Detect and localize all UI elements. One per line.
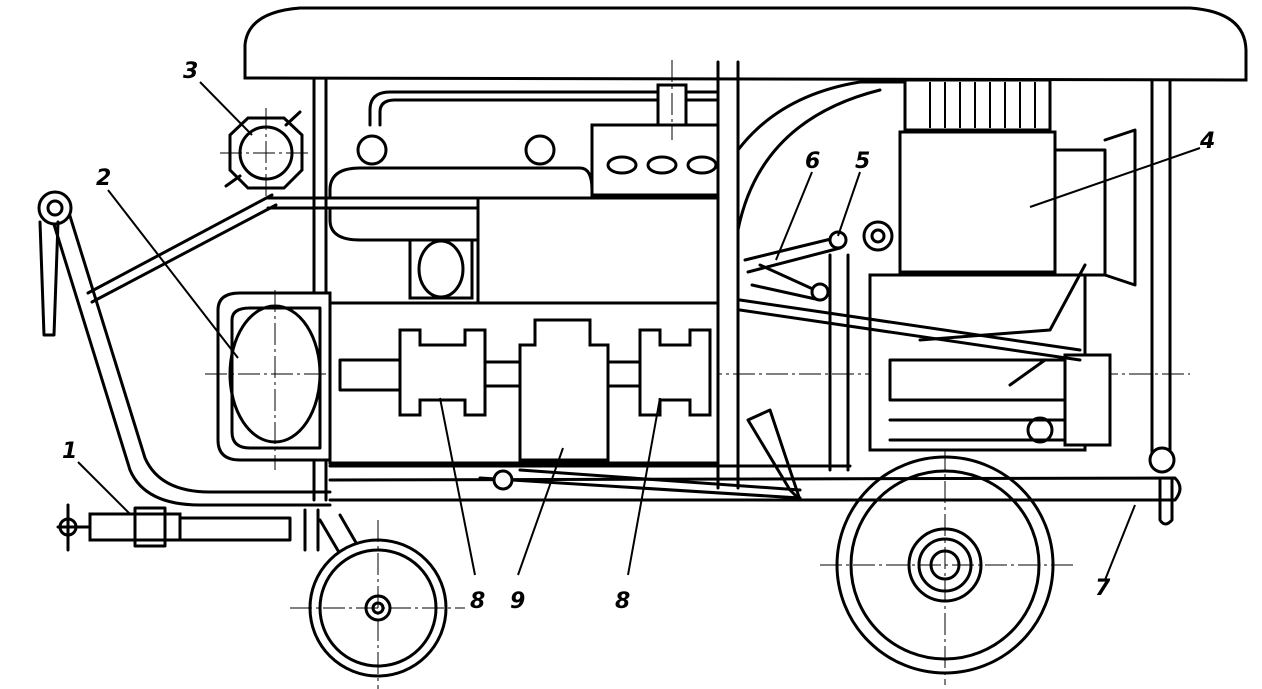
callout-9: 9 xyxy=(510,589,525,614)
chassis-frame xyxy=(328,446,1182,526)
leader-lines xyxy=(77,81,1201,581)
callout-3: 3 xyxy=(183,59,198,84)
callout-7: 7 xyxy=(1095,576,1111,601)
front-caster-wheel xyxy=(290,508,465,689)
towing-hitch xyxy=(56,503,292,552)
flywheel-housing xyxy=(736,80,1002,232)
callout-labels: 1 2 3 4 5 6 7 8 9 8 xyxy=(62,59,1215,614)
callout-4: 4 xyxy=(1199,129,1215,154)
callout-1: 1 xyxy=(62,439,77,464)
support-strut xyxy=(478,408,802,502)
callout-5: 5 xyxy=(855,149,870,174)
callout-8-right: 8 xyxy=(615,589,630,614)
drive-shaft xyxy=(328,301,720,465)
control-levers xyxy=(738,220,1087,362)
compressor-block xyxy=(476,60,720,305)
callout-8-left: 8 xyxy=(470,589,485,614)
callout-2: 2 xyxy=(96,166,111,191)
rear-wheel xyxy=(820,448,1075,685)
engine-block xyxy=(868,78,1137,452)
pressure-gauge xyxy=(220,108,310,198)
canopy-roof xyxy=(243,6,1248,82)
upper-tank-piping xyxy=(266,90,720,300)
callout-6: 6 xyxy=(805,149,820,174)
tow-drawbar xyxy=(37,190,332,507)
